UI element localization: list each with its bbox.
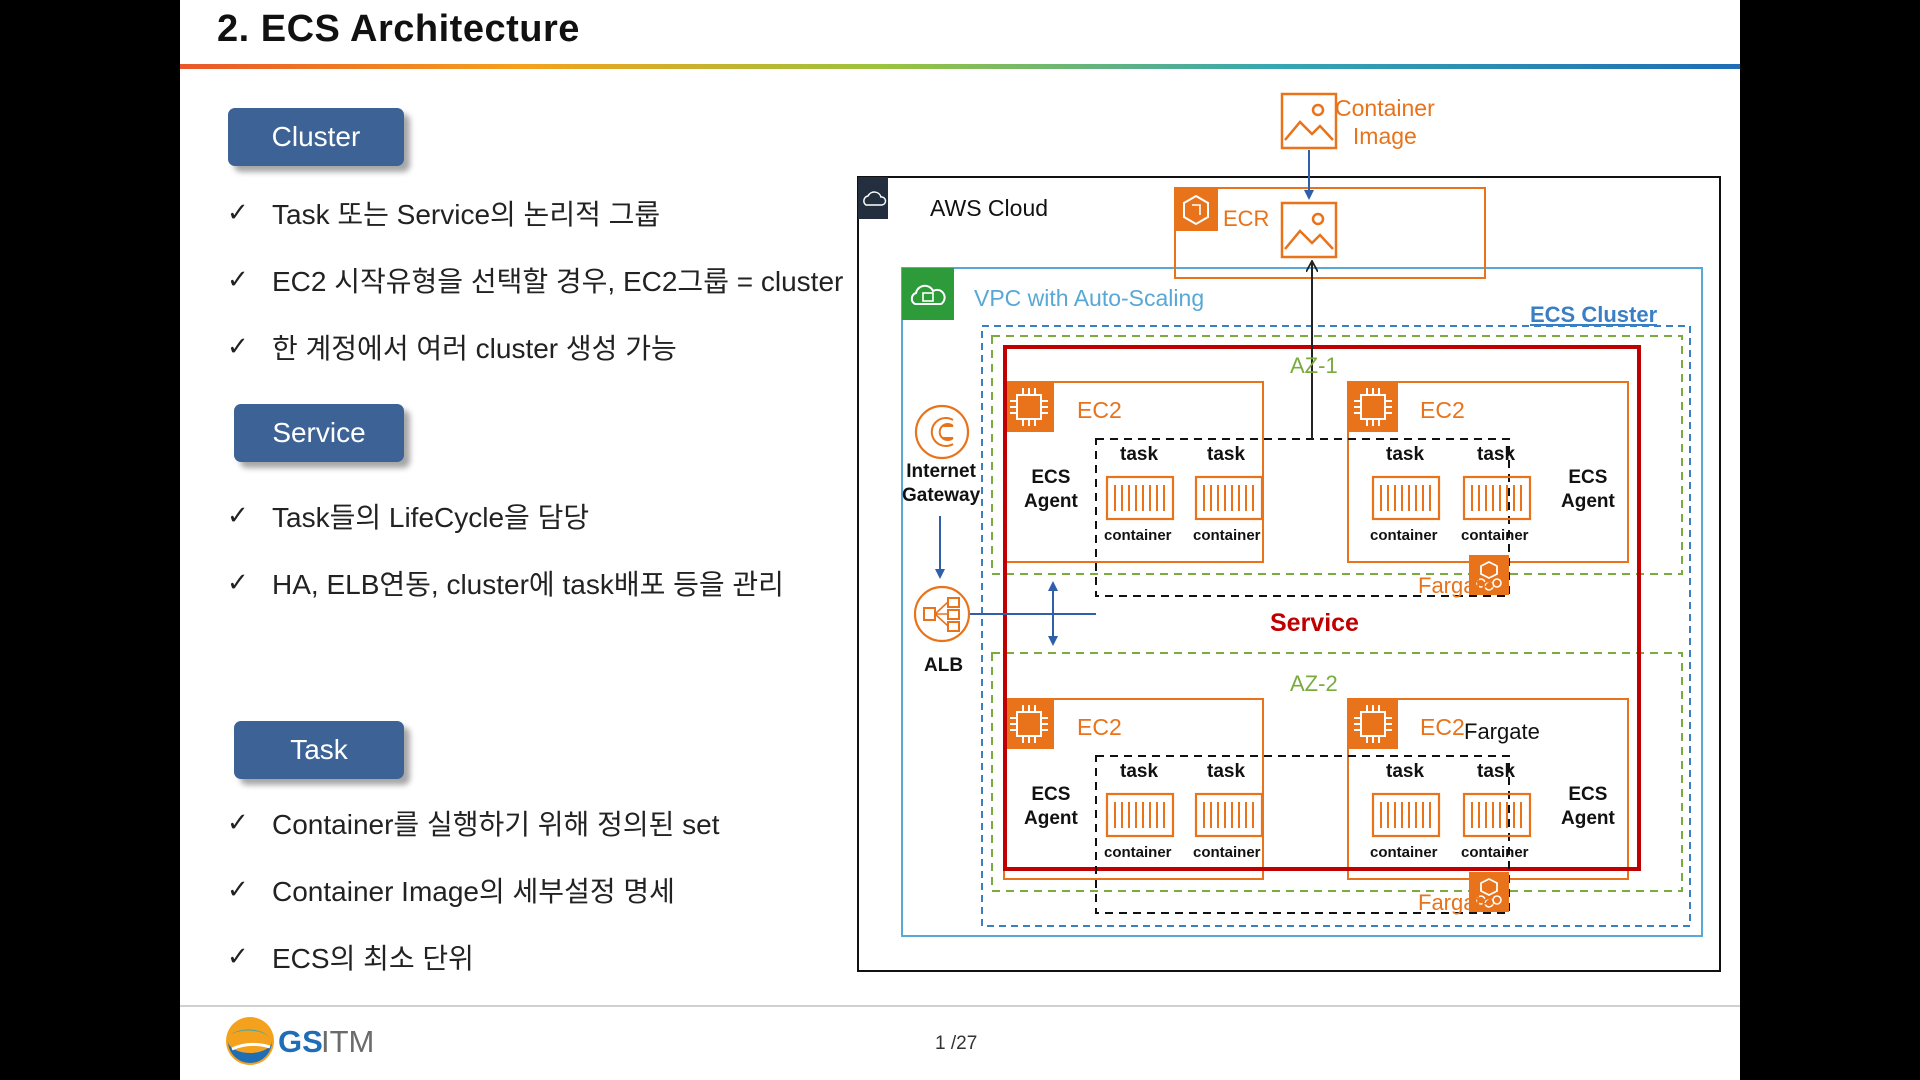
container-icon [1371,475,1441,521]
az1-label: AZ-1 [1290,353,1338,378]
check-icon: ✓ [227,197,249,227]
task-label: task [1477,444,1516,465]
internet-gateway-icon [914,404,970,460]
aws-cloud-icon [858,177,888,219]
bullet-item: ✓EC2 시작유형을 선택할 경우, EC2그룹 = cluster [227,264,844,297]
ecr-label: ECR [1223,206,1270,231]
container-label: container [1193,844,1261,861]
fargate-label-dark: Fargate [1464,719,1540,744]
container-icon [1462,792,1532,838]
ec2-chip-icon [1003,381,1055,433]
task-label: task [1207,761,1246,782]
ec2-label: EC2 [1077,714,1122,740]
task-label: task [1207,444,1246,465]
container-label: container [1193,527,1261,544]
bullet-item: ✓HA, ELB연동, cluster에 task배포 등을 관리 [227,567,784,600]
service-label: Service [1270,609,1359,637]
container-icon [1105,475,1175,521]
container-label: container [1370,844,1438,861]
bullet-item: ✓한 계정에서 여러 cluster 생성 가능 [227,331,677,364]
ec2-label: EC2 [1420,714,1465,740]
task-label: task [1477,761,1516,782]
section-task-header: Task [234,721,404,779]
check-icon: ✓ [227,264,249,294]
container-icon [1371,792,1441,838]
task-label: task [1120,444,1159,465]
check-icon: ✓ [227,500,249,530]
ecs-cluster-group [981,325,1691,927]
fargate-label: Fargate [1418,890,1494,915]
check-icon: ✓ [227,807,249,837]
logo-itm-text: ITM [321,1024,375,1059]
container-label: container [1104,844,1172,861]
az2-group [991,652,1683,892]
section-cluster-header: Cluster [228,108,404,166]
az2-label: AZ-2 [1290,671,1338,696]
bullet-item: ✓ECS의 최소 단위 [227,941,474,974]
ec2-chip-icon [1003,698,1055,750]
container-icon [1105,792,1175,838]
ecr-box [1174,187,1486,279]
task-bullets: ✓Container를 실행하기 위해 정의된 set ✓Container I… [227,789,719,990]
bullet-item: ✓Task 또는 Service의 논리적 그룹 [227,197,661,230]
aws-cloud-group [857,176,1721,972]
check-icon: ✓ [227,941,249,971]
cluster-bullets: ✓Task 또는 Service의 논리적 그룹 ✓EC2 시작유형을 선택할 … [227,179,843,380]
logo-gs-text: GS [278,1024,323,1059]
ec2-chip-icon [1347,698,1399,750]
slide: 2. ECS Architecture Cluster ✓Task 또는 Ser… [180,0,1740,1080]
page-number: 1 /27 [935,1033,978,1054]
alb-label: ALB [924,655,964,676]
section-service-header: Service [234,404,404,462]
task-label: task [1386,444,1425,465]
bullet-item: ✓Container Image의 세부설정 명세 [227,874,675,907]
gs-logo-icon [226,1017,274,1065]
container-label: container [1461,844,1529,861]
ecr-icon [1175,188,1218,231]
vpc-lock-icon [902,268,954,320]
container-icon [1194,792,1264,838]
bullet-item: ✓Task들의 LifeCycle을 담당 [227,500,590,533]
service-bullets: ✓Task들의 LifeCycle을 담당 ✓HA, ELB연동, cluste… [227,482,784,616]
aws-cloud-label: AWS Cloud [930,195,1049,221]
title-gradient-bar [180,64,1740,69]
ecs-cluster-label: ECS Cluster [1530,302,1658,327]
container-icon [1462,475,1532,521]
check-icon: ✓ [227,567,249,597]
vpc-group [901,267,1703,937]
alb-icon [913,585,971,643]
ec2-chip-icon [1347,381,1399,433]
image-icon [1280,92,1338,150]
gsitm-logo: GS ITM [224,1015,384,1067]
fargate-label: Fargate [1418,573,1494,598]
page-title: 2. ECS Architecture [217,8,580,50]
fargate-group [1095,755,1510,914]
bullet-item: ✓Container를 실행하기 위해 정의된 set [227,807,720,840]
task-label: task [1386,761,1425,782]
az1-group [991,335,1683,575]
fargate-group [1095,438,1510,597]
container-label: container [1461,527,1529,544]
ec2-label: EC2 [1077,397,1122,423]
footer-divider [180,1005,1740,1007]
container-icon [1194,475,1264,521]
image-icon [1280,201,1338,259]
vpc-label: VPC with Auto-Scaling [974,285,1205,311]
container-label: container [1104,527,1172,544]
check-icon: ✓ [227,331,249,361]
service-group [1003,345,1641,871]
task-label: task [1120,761,1159,782]
check-icon: ✓ [227,874,249,904]
ec2-label: EC2 [1420,397,1465,423]
architecture-diagram [857,92,1721,972]
container-label: container [1370,527,1438,544]
